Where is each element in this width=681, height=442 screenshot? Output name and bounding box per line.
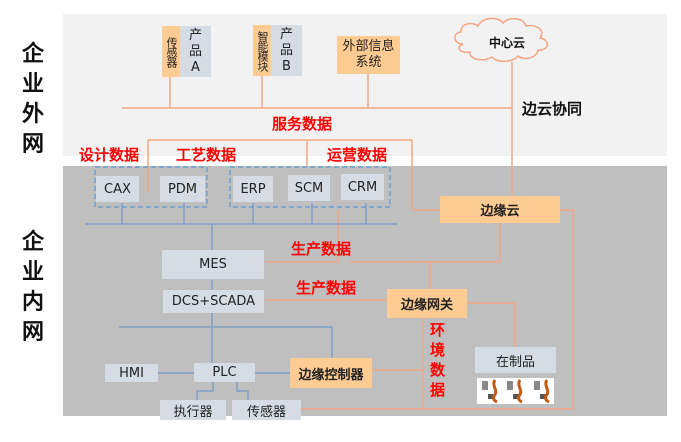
product-a-module: 传感器: [162, 26, 180, 77]
product-b-label: 产品B: [279, 26, 293, 74]
edge-gateway-box: 边缘网关: [387, 289, 467, 318]
hmi-box: HMI: [105, 364, 158, 382]
scm-box: SCM: [288, 175, 330, 201]
actuator-box: 执行器: [160, 400, 226, 420]
edge-cloud-collaboration-label: 边云协同: [522, 100, 583, 118]
product-a-label: 产品A: [188, 27, 202, 75]
plc-sensor-link: [236, 382, 249, 401]
mes-box: MES: [162, 250, 264, 279]
design-data-label: 设计数据: [79, 146, 140, 164]
robot-arm-icon: [482, 379, 550, 404]
product-a-module-text: 传感器: [165, 36, 178, 67]
wip-box: 在制品: [475, 347, 556, 373]
pdm-box: PDM: [160, 176, 205, 202]
product-a: 产品A: [180, 26, 211, 77]
sensor-box: 传感器: [232, 400, 301, 420]
operation-data-label: 运营数据: [327, 146, 388, 164]
erp-box: ERP: [233, 176, 273, 202]
process-data-label: 工艺数据: [176, 146, 237, 164]
edge-cloud-box: 边缘云: [440, 196, 560, 223]
product-b-module-text: 智能模块: [256, 30, 269, 71]
production-data-link-1: [266, 210, 339, 263]
robot-image: [477, 378, 554, 404]
product-b: 产品B: [271, 25, 302, 76]
process-data-bracket: [147, 139, 413, 210]
edge-cloud-gateway-link: [349, 222, 501, 263]
business-group-outline: [229, 166, 391, 208]
design-group-outline: [94, 166, 208, 208]
edge-cloud-right-link: [283, 209, 574, 410]
external-info-system: 外部信息系统: [337, 36, 400, 74]
external-info-system-label: 外部信息系统: [342, 39, 395, 70]
external-network-label: 企业外网: [21, 42, 44, 157]
cax-box: CAX: [96, 176, 139, 202]
plc-actuator-link: [196, 382, 214, 401]
internal-network-label: 企业内网: [21, 230, 44, 345]
product-b-module: 智能模块: [253, 25, 271, 76]
central-cloud-icon: [454, 17, 548, 63]
edge-controller-box: 边缘控制器: [290, 358, 372, 388]
central-cloud-label: 中心云: [488, 36, 525, 50]
crm-box: CRM: [341, 174, 384, 200]
service-data-label: 服务数据: [272, 115, 333, 133]
plc-box: PLC: [194, 363, 255, 382]
environment-data-label: 环境数据: [430, 321, 446, 399]
production-data-label-2: 生产数据: [296, 279, 357, 297]
dcs-scada-box: DCS+SCADA: [163, 290, 264, 313]
production-data-label-1: 生产数据: [291, 240, 352, 258]
gateway-wip-link: [466, 302, 516, 348]
